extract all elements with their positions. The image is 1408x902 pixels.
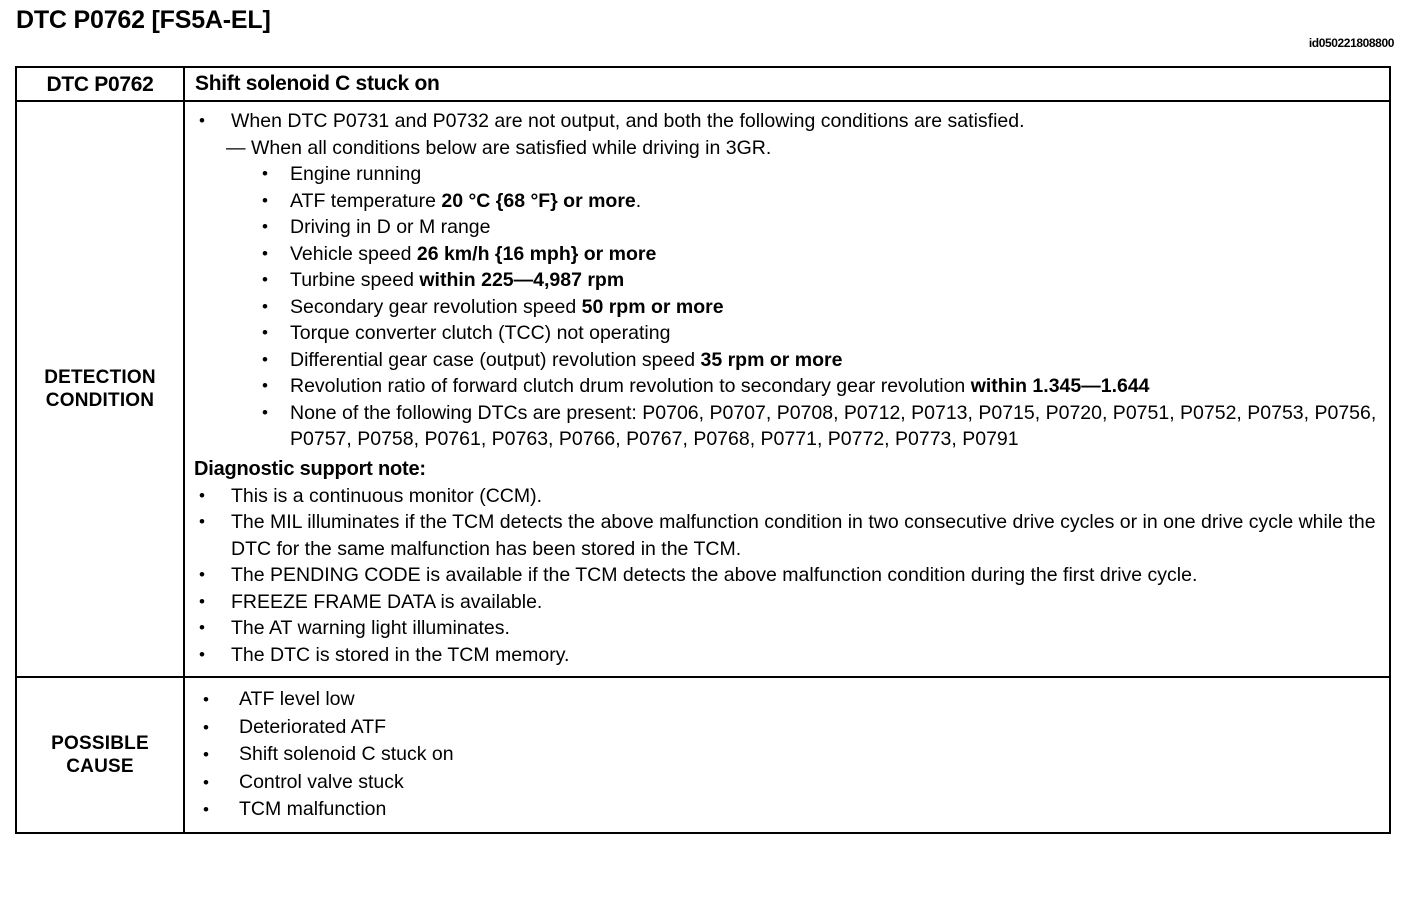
possible-cause-item: • TCM malfunction	[203, 796, 1381, 824]
detection-condition-item: • Engine running	[262, 161, 1381, 188]
possible-cause-item: • Deteriorated ATF	[203, 714, 1381, 742]
detection-condition-item-text: Secondary gear revolution speed 50 rpm o…	[290, 295, 724, 318]
detection-condition-item-text: ATF temperature 20 °C {68 °F} or more.	[290, 189, 642, 212]
em-dash-icon: —	[226, 136, 246, 159]
detection-condition-item-text: Revolution ratio of forward clutch drum …	[290, 375, 1150, 397]
diagnostic-note-item: • This is a continuous monitor (CCM).	[199, 483, 1381, 510]
detection-condition-label: DETECTION CONDITION	[15, 100, 185, 678]
detection-condition-item: • Driving in D or M range	[262, 214, 1381, 241]
detection-sub-intro-bullet: — When all conditions below are satisfie…	[226, 135, 1381, 162]
page-title: DTC P0762 [FS5A-EL]	[16, 6, 271, 34]
bullet-icon: •	[262, 217, 268, 236]
diagnostic-note-item: • The DTC is stored in the TCM memory.	[199, 642, 1381, 669]
bullet-icon: •	[262, 270, 268, 289]
bullet-icon: •	[203, 717, 209, 737]
detection-intro-bullet: • When DTC P0731 and P0732 are not outpu…	[199, 108, 1381, 135]
diagnostic-note-item-text: FREEZE FRAME DATA is available.	[231, 590, 543, 613]
bullet-icon: •	[199, 512, 205, 531]
dtc-table: DTC P0762 Shift solenoid C stuck on DETE…	[15, 66, 1391, 834]
detection-condition-item: • ATF temperature 20 °C {68 °F} or more.	[262, 188, 1381, 215]
detection-condition-content: • When DTC P0731 and P0732 are not outpu…	[183, 100, 1391, 678]
bullet-icon: •	[199, 618, 205, 637]
detection-condition-item: • Revolution ratio of forward clutch drum…	[262, 373, 1381, 400]
possible-causes-list: • ATF level low • Deteriorated ATF • Shift so…	[193, 686, 1381, 824]
diagnostic-note-item: • The PENDING CODE is available if the TC…	[199, 562, 1381, 589]
possible-cause-item-text: Shift solenoid C stuck on	[239, 743, 454, 765]
detection-intro-text: When DTC P0731 and P0732 are not output,…	[231, 110, 1025, 132]
detection-condition-item: • None of the following DTCs are present:…	[262, 400, 1381, 453]
diagnostic-note-item: • FREEZE FRAME DATA is available.	[199, 589, 1381, 616]
diagnostic-note-item-text: This is a continuous monitor (CCM).	[231, 484, 543, 507]
detection-condition-item: • Secondary gear revolution speed 50 rpm …	[262, 294, 1381, 321]
bullet-icon: •	[262, 323, 268, 342]
possible-cause-item-text: ATF level low	[239, 688, 355, 710]
possible-cause-item: • Shift solenoid C stuck on	[203, 741, 1381, 769]
possible-cause-label-line2: CAUSE	[66, 755, 134, 777]
detection-condition-item-text: Driving in D or M range	[290, 216, 491, 238]
diagnostic-support-note-heading: Diagnostic support note:	[194, 457, 426, 480]
bullet-icon: •	[203, 772, 209, 792]
detection-condition-item: • Torque converter clutch (TCC) not opera…	[262, 320, 1381, 347]
detection-sub-intro-text: When all conditions below are satisfied …	[251, 136, 772, 159]
table-row-detection-condition: DETECTION CONDITION • When DTC P0731 and…	[15, 100, 1391, 678]
detection-conditions-list: • Engine running • ATF temperature 20 °C {6…	[193, 161, 1381, 453]
dtc-code-label: DTC P0762	[15, 66, 185, 102]
detection-condition-item-text: Torque converter clutch (TCC) not operat…	[290, 322, 671, 344]
detection-condition-item-text: Engine running	[290, 163, 422, 185]
possible-cause-item-text: Deteriorated ATF	[239, 715, 387, 738]
detection-condition-item: • Vehicle speed 26 km/h {16 mph} or more	[262, 241, 1381, 268]
detection-condition-item: • Differential gear case (output) revolut…	[262, 347, 1381, 374]
possible-cause-item: • ATF level low	[203, 686, 1381, 714]
bullet-icon: •	[262, 376, 268, 395]
diagnostic-note-item-text: The AT warning light illuminates.	[231, 617, 510, 639]
bullet-icon: •	[199, 111, 205, 130]
possible-cause-label-line1: POSSIBLE	[51, 732, 149, 754]
diagnostic-note-item: • The AT warning light illuminates.	[199, 615, 1381, 642]
diagnostic-note-item-text: The MIL illuminates if the TCM detects t…	[231, 511, 1376, 560]
bullet-icon: •	[203, 745, 209, 764]
bullet-icon: •	[262, 190, 268, 210]
diagnostic-note-item-text: The PENDING CODE is available if the TCM…	[231, 564, 1198, 586]
bullet-icon: •	[203, 800, 209, 819]
detection-condition-item-text: Differential gear case (output) revoluti…	[290, 348, 843, 371]
bullet-icon: •	[199, 644, 205, 664]
table-row-possible-cause: POSSIBLE CAUSE • ATF level low • Deteriorat…	[15, 676, 1391, 834]
bullet-icon: •	[262, 349, 268, 369]
possible-cause-label: POSSIBLE CAUSE	[15, 676, 185, 834]
possible-cause-item-text: TCM malfunction	[239, 798, 387, 820]
detection-condition-item-text: Vehicle speed 26 km/h {16 mph} or more	[290, 242, 657, 265]
detection-condition-item: • Turbine speed within 225—4,987 rpm	[262, 267, 1381, 294]
diagnostic-note-item-text: The DTC is stored in the TCM memory.	[231, 643, 570, 666]
bullet-icon: •	[199, 485, 205, 505]
diagnostic-note-item: • The MIL illuminates if the TCM detects …	[199, 509, 1381, 562]
bullet-icon: •	[262, 164, 268, 183]
document-id: id050221808800	[1308, 36, 1395, 50]
detection-condition-label-line1: DETECTION	[44, 367, 156, 388]
detection-condition-item-text: Turbine speed within 225—4,987 rpm	[290, 269, 625, 291]
bullet-icon: •	[203, 690, 209, 709]
possible-cause-content: • ATF level low • Deteriorated ATF • Shift so…	[183, 676, 1391, 834]
bullet-icon: •	[262, 296, 268, 316]
bullet-icon: •	[262, 402, 268, 422]
diagnostic-support-notes-list: • This is a continuous monitor (CCM). • The…	[193, 483, 1381, 669]
possible-cause-item-text: Control valve stuck	[239, 770, 404, 793]
possible-cause-item: • Control valve stuck	[203, 769, 1381, 797]
bullet-icon: •	[262, 243, 268, 263]
bullet-icon: •	[199, 565, 205, 584]
detection-condition-label-line2: CONDITION	[45, 390, 155, 411]
table-row-dtc-header: DTC P0762 Shift solenoid C stuck on	[15, 66, 1391, 102]
dtc-description: Shift solenoid C stuck on	[183, 66, 1391, 102]
detection-condition-item-text: None of the following DTCs are present: …	[290, 401, 1377, 451]
bullet-icon: •	[199, 591, 205, 611]
